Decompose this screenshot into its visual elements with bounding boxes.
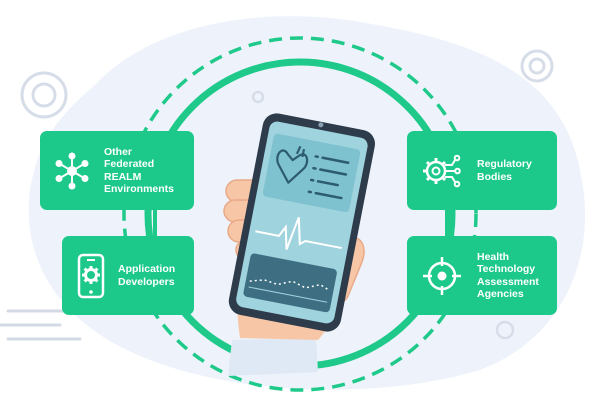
card-regulatory-bodies-label: Regulatory Bodies bbox=[477, 158, 532, 183]
outer-dashed-ring bbox=[122, 36, 478, 392]
card-application-developers: Application Developers bbox=[62, 236, 194, 315]
crosshair-icon bbox=[421, 255, 463, 297]
circuit-gear-icon bbox=[421, 150, 463, 192]
screen-text-lines bbox=[307, 155, 350, 200]
phone bbox=[228, 113, 376, 332]
mobile-gear-icon bbox=[76, 252, 106, 300]
screen-bottom-panel bbox=[243, 253, 337, 313]
card-connectors bbox=[153, 210, 449, 236]
card-other-federated-label: Other Federated REALM Environments bbox=[104, 145, 175, 196]
card-hta-agencies: Health Technology Assessment Agencies bbox=[407, 236, 557, 315]
card-other-federated: Other Federated REALM Environments bbox=[40, 131, 194, 210]
decor-dot-bottom bbox=[495, 320, 515, 340]
ecg-line bbox=[255, 216, 342, 250]
card-hta-agencies-label: Health Technology Assessment Agencies bbox=[477, 250, 539, 301]
decor-ring-left bbox=[20, 71, 68, 119]
card-application-developers-label: Application Developers bbox=[118, 263, 176, 288]
network-icon bbox=[50, 149, 94, 193]
heart-icon bbox=[276, 145, 309, 184]
sleeve bbox=[228, 338, 318, 376]
card-regulatory-bodies: Regulatory Bodies bbox=[407, 131, 557, 210]
decor-dot-top bbox=[251, 90, 265, 104]
phone-camera bbox=[318, 122, 324, 128]
decor-ring-right bbox=[520, 49, 554, 83]
decor-lines bbox=[0, 309, 82, 341]
